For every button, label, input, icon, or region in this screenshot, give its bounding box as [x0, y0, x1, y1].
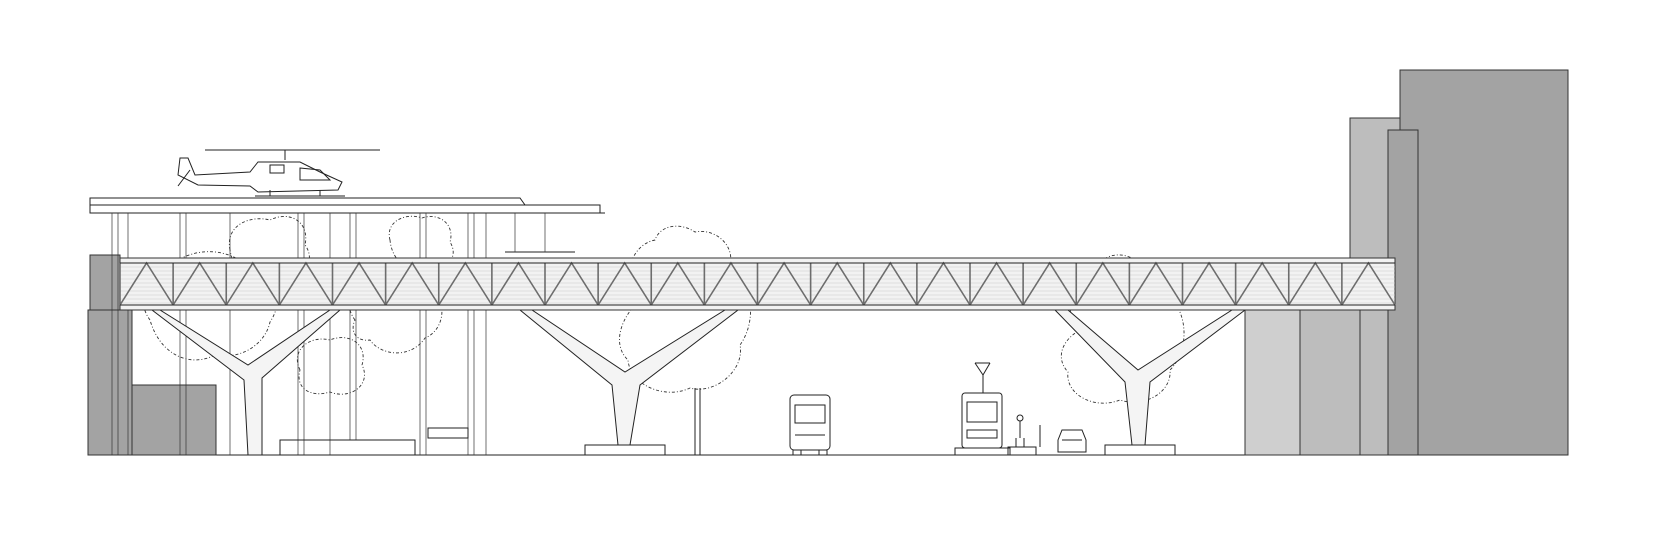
tree-pier-middle [518, 309, 740, 456]
tree-pier-right [1053, 309, 1247, 456]
bus-icon [789, 394, 831, 456]
tree-pier-left [150, 309, 342, 456]
truss-bridge [119, 257, 1396, 311]
right-buildings [1244, 69, 1569, 456]
heliport-building [89, 197, 605, 456]
pedestrian-icon [1007, 414, 1041, 456]
tram-icon [954, 362, 1011, 456]
left-building-block [89, 254, 121, 311]
car-icon [1057, 429, 1087, 453]
helicopter-icon [177, 149, 380, 197]
left-building [87, 254, 217, 456]
